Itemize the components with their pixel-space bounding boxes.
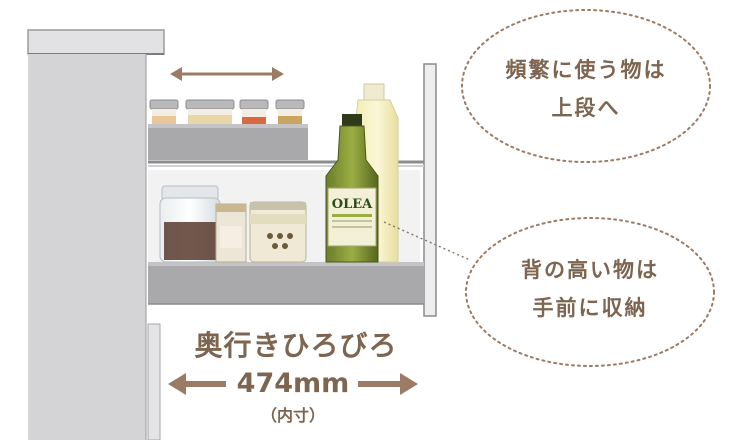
top-callout-bubble <box>461 9 711 163</box>
top-callout-text-line1: 頻繁に使う物は <box>505 58 667 82</box>
bottle-brand-label: OLEA <box>332 197 373 212</box>
bottom-callout-bubble <box>465 217 715 367</box>
spice-jar <box>149 99 179 124</box>
spice-jars <box>149 99 305 124</box>
depth-caption: 奥行きひろびろ <box>194 329 398 362</box>
callout-leader-line <box>383 221 471 261</box>
lower-drawer-front <box>147 323 161 440</box>
lower-drawer-tray <box>148 262 424 305</box>
bottom-callout-text-line2: 手前に収納 <box>532 296 648 320</box>
depth-note: （内寸） <box>260 406 325 425</box>
drawer-front-panel <box>423 63 437 317</box>
olive-oil-bottle: OLEA <box>325 114 379 263</box>
cabinet-body <box>28 54 147 440</box>
spice-jar <box>185 99 235 124</box>
countertop <box>27 29 165 55</box>
top-callout-text-line2: 上段へ <box>551 96 621 120</box>
spice-jar <box>275 99 305 124</box>
spice-jar <box>239 99 269 124</box>
depth-dimension-arrow <box>168 373 418 395</box>
bottom-callout-text-line1: 背の高い物は <box>521 258 659 282</box>
top-width-arrow <box>170 67 284 81</box>
depth-value: 474mm <box>236 368 350 399</box>
round-canister <box>249 201 307 263</box>
small-tin <box>215 203 247 263</box>
glass-jar <box>159 185 221 263</box>
